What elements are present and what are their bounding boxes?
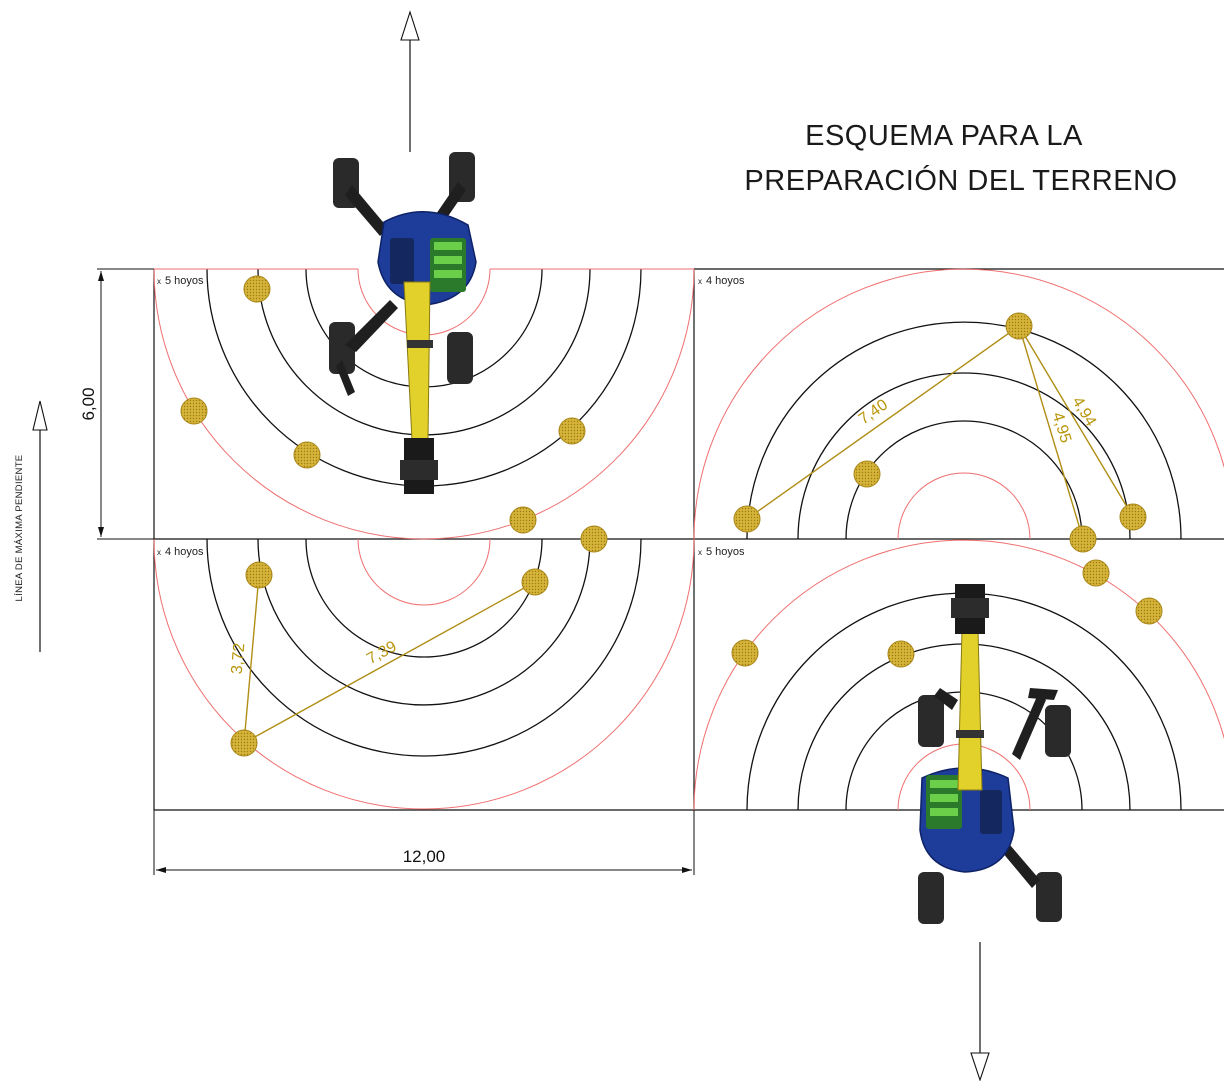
width-dimension — [153, 810, 695, 875]
svg-text:x: x — [698, 548, 702, 557]
distance-label: 7,39 — [364, 638, 400, 668]
hole — [245, 561, 273, 589]
hole — [1082, 559, 1110, 587]
title-line-1: ESQUEMA PARA LA — [805, 120, 1083, 152]
hole — [558, 417, 586, 445]
slope-arrow-icon — [32, 400, 48, 652]
cell-label-top-left: x 5 hoyos — [157, 275, 204, 287]
height-dimension — [97, 268, 154, 540]
hole — [521, 568, 549, 596]
hole — [887, 640, 915, 668]
svg-text:4 hoyos: 4 hoyos — [165, 546, 204, 558]
svg-text:x: x — [698, 277, 702, 286]
slope-label: LÍNEA DE MÁXIMA PENDIENTE — [14, 455, 25, 602]
hole — [1005, 312, 1033, 340]
hole — [580, 525, 608, 553]
svg-text:5 hoyos: 5 hoyos — [706, 546, 745, 558]
distance-lines — [243, 325, 1134, 744]
hole — [853, 460, 881, 488]
hole — [1135, 597, 1163, 625]
svg-text:x: x — [157, 548, 161, 557]
svg-text:4 hoyos: 4 hoyos — [706, 275, 745, 287]
width-dimension-label: 12,00 — [403, 847, 446, 866]
hole — [1069, 525, 1097, 553]
hole — [731, 639, 759, 667]
svg-text:5 hoyos: 5 hoyos — [165, 275, 204, 287]
distance-label: 7,40 — [856, 396, 891, 428]
excavator-top-icon — [329, 152, 477, 494]
cell-label-bottom-right: x 5 hoyos — [698, 546, 745, 558]
hole — [733, 505, 761, 533]
height-dimension-label: 6,00 — [79, 387, 98, 420]
cell-bottom-left-arcs — [153, 538, 695, 810]
cell-top-right-arcs — [693, 268, 1224, 540]
hole — [1119, 503, 1147, 531]
cell-label-bottom-left: x 4 hoyos — [157, 546, 204, 558]
title-line-2: PREPARACIÓN DEL TERRENO — [744, 164, 1177, 197]
distance-label: 3,72 — [229, 642, 249, 675]
hole — [230, 729, 258, 757]
hole — [293, 441, 321, 469]
arrow-down-icon — [970, 942, 990, 1081]
svg-text:x: x — [157, 277, 161, 286]
distance-label: 4,95 — [1049, 410, 1074, 445]
arrow-up-icon — [400, 10, 420, 152]
excavator-bottom-icon — [918, 584, 1071, 924]
holes — [180, 275, 1163, 757]
hole — [509, 506, 537, 534]
hole — [180, 397, 208, 425]
distance-label: 4,94 — [1069, 394, 1100, 430]
hole — [243, 275, 271, 303]
cell-label-top-right: x 4 hoyos — [698, 275, 745, 287]
